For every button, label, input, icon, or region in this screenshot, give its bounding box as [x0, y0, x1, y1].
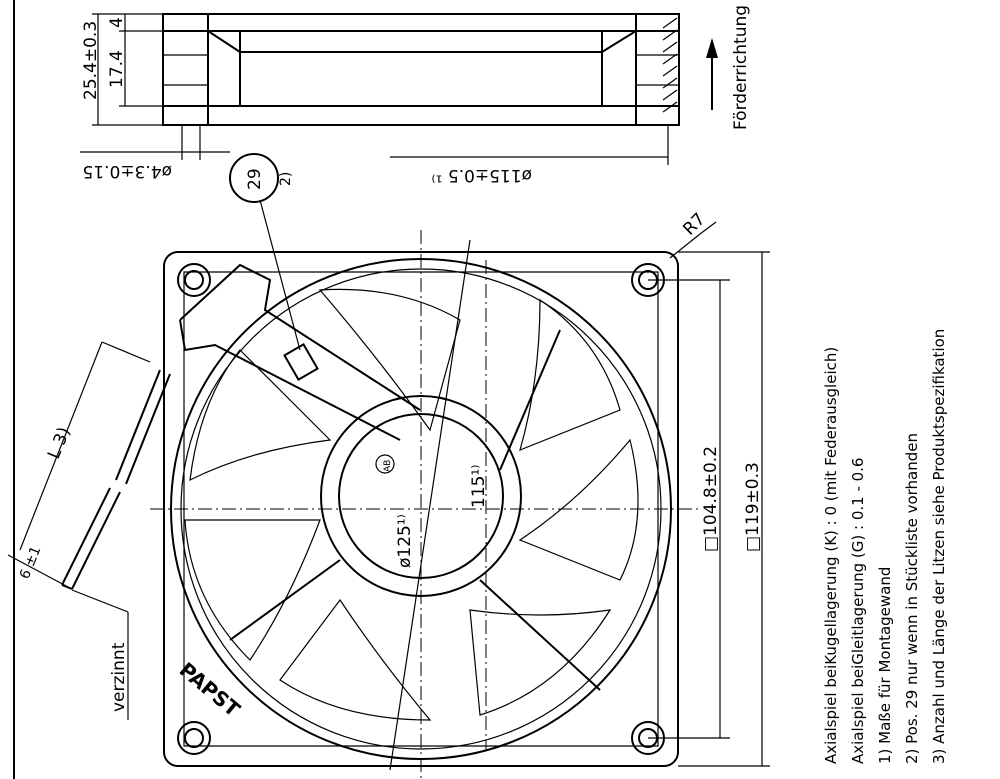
note-2: Axialspiel beiGleitlagerung (G) : 0.1 - … [849, 458, 867, 764]
side-view-hatching [662, 17, 678, 113]
dim-diameter: ø115±0.5 ¹⁾ [431, 165, 532, 185]
lead-wires [61, 369, 171, 590]
front-view: AB 115¹⁾ ø125¹⁾ □104.8±0.2 □119±0.3 R7 2… [7, 153, 770, 779]
flow-label: Förderrichtung [731, 5, 751, 130]
flow-arrowhead-icon [706, 38, 718, 58]
dim-hub: 115¹⁾ [469, 465, 489, 508]
dim-rotor: ø125¹⁾ [395, 514, 415, 568]
balloon-note: 2) [278, 172, 294, 186]
dim-height-total: 25.4±0.3 [81, 21, 101, 100]
note-3: 1) Maße für Montagewand [876, 567, 894, 764]
note-1: Axialspiel beiKugellagerung (K) : 0 (mit… [822, 347, 840, 764]
balloon-29 [229, 153, 279, 203]
side-view-outline [162, 13, 680, 126]
note-4: 2) Pos. 29 nur wenn in Stückliste vorhan… [903, 433, 921, 764]
lead-length: L 3) [44, 424, 75, 461]
dim-hole: ø4.3±0.15 [82, 161, 172, 181]
strip-length: 6 ±1 [17, 544, 45, 582]
notes: Axialspiel beiKugellagerung (K) : 0 (mit… [822, 329, 948, 764]
fan-blades [184, 288, 639, 721]
brand-logo: PAPST [175, 657, 245, 721]
cable-strut [179, 263, 421, 411]
dim-outer: □119±0.3 [743, 462, 763, 552]
hub-mark-circle [375, 454, 395, 474]
balloon-number: 29 [245, 168, 265, 190]
cable-tie [283, 343, 319, 381]
side-view: 25.4±0.3 17.4 4 ø4.3±0.15 ø115±0.5 ¹⁾ Fö… [80, 5, 751, 185]
note-5: 3) Anzahl und Länge der Litzen siehe Pro… [930, 329, 948, 764]
dim-hole-spacing: □104.8±0.2 [701, 446, 721, 552]
hub-mark: AB [383, 460, 393, 472]
radius-label: R7 [679, 209, 709, 239]
tinned-label: verzinnt [109, 642, 129, 712]
dim-height-inner: 17.4 [107, 50, 127, 88]
dim-flange: 4 [107, 17, 127, 28]
